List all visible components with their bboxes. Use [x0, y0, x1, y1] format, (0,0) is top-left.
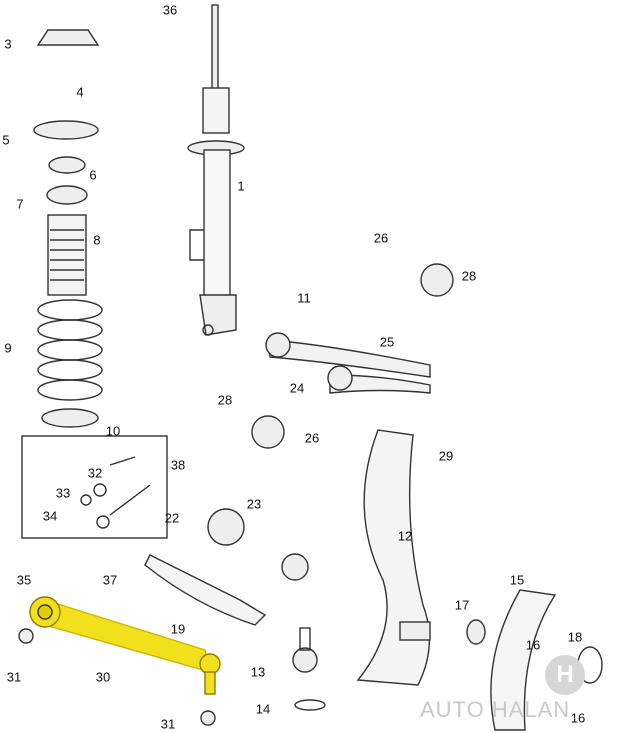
callout-34: 34: [42, 508, 58, 524]
callout-31: 31: [6, 669, 22, 685]
callout-26: 26: [373, 230, 389, 246]
callout-36: 36: [162, 2, 178, 18]
callout-11: 11: [297, 290, 311, 306]
callout-6: 6: [89, 167, 97, 183]
callout-30: 30: [95, 669, 111, 685]
kit-box: [21, 435, 168, 539]
callout-7: 7: [16, 196, 24, 212]
callout-26b: 26: [304, 430, 320, 446]
callout-24: 24: [289, 380, 305, 396]
callout-16b: 16: [570, 710, 586, 726]
callout-33: 33: [55, 485, 71, 501]
callout-17: 17: [454, 597, 470, 613]
callout-22: 22: [164, 510, 180, 526]
callout-37: 37: [102, 572, 118, 588]
callout-13: 13: [250, 664, 266, 680]
callout-10: 10: [105, 423, 121, 439]
callout-1: 1: [237, 178, 245, 194]
strut-assembly: [187, 4, 245, 336]
callout-9: 9: [4, 340, 12, 356]
ball-joint: [292, 627, 326, 711]
tension-strut-30-highlighted: [29, 596, 221, 695]
callout-28b: 28: [217, 392, 233, 408]
callout-38: 38: [170, 457, 186, 473]
callout-35: 35: [16, 572, 32, 588]
callout-31b: 31: [160, 716, 176, 732]
steering-knuckle: [356, 429, 431, 686]
callout-23: 23: [246, 496, 262, 512]
callout-25: 25: [379, 334, 395, 350]
callout-29: 29: [438, 448, 454, 464]
spring-stack: [33, 29, 103, 428]
callout-16: 16: [525, 637, 541, 653]
callout-4: 4: [76, 84, 84, 100]
callout-3: 3: [4, 36, 12, 52]
watermark: AUTO HALAN: [420, 697, 571, 722]
watermark-logo: H: [545, 655, 585, 695]
callout-12: 12: [397, 528, 413, 544]
callout-8: 8: [93, 232, 101, 248]
callout-19: 19: [170, 621, 186, 637]
upper-control-arms: [207, 263, 454, 581]
callout-15: 15: [509, 572, 525, 588]
lower-arm-19: [144, 554, 267, 626]
hub-shield: [399, 589, 603, 731]
callout-28: 28: [461, 268, 477, 284]
callout-14: 14: [255, 701, 271, 717]
callout-18: 18: [567, 629, 583, 645]
bolts: [80, 456, 151, 529]
callout-32: 32: [87, 465, 103, 481]
callout-5: 5: [2, 132, 10, 148]
